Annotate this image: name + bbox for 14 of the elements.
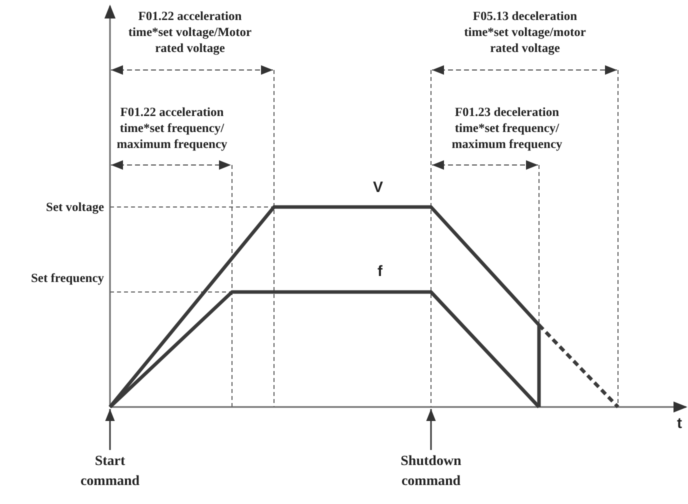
pointer-arrow [426,409,436,450]
command-label: Shutdown command [391,452,471,492]
curve-label: V [372,180,384,196]
axis-label: Set frequency [30,270,104,286]
annotation-text: F05.13 deceleration time*set voltage/motor rated voltage [463,8,587,56]
x-axis [110,401,688,413]
pointer-arrow [105,409,115,450]
annotation-text: F01.22 acceleration time*set voltage/Motor rated voltage [127,8,253,56]
curve-label: f [376,264,384,280]
annotation-text: F01.22 acceleration time*set frequency/ maximum frequency [116,104,228,152]
command-label: Start command [75,452,145,492]
axis-label: Set voltage [45,199,104,215]
axis-label: t [677,416,682,432]
annotation-text: F01.23 deceleration time*set frequency/ maximum frequency [450,104,564,152]
